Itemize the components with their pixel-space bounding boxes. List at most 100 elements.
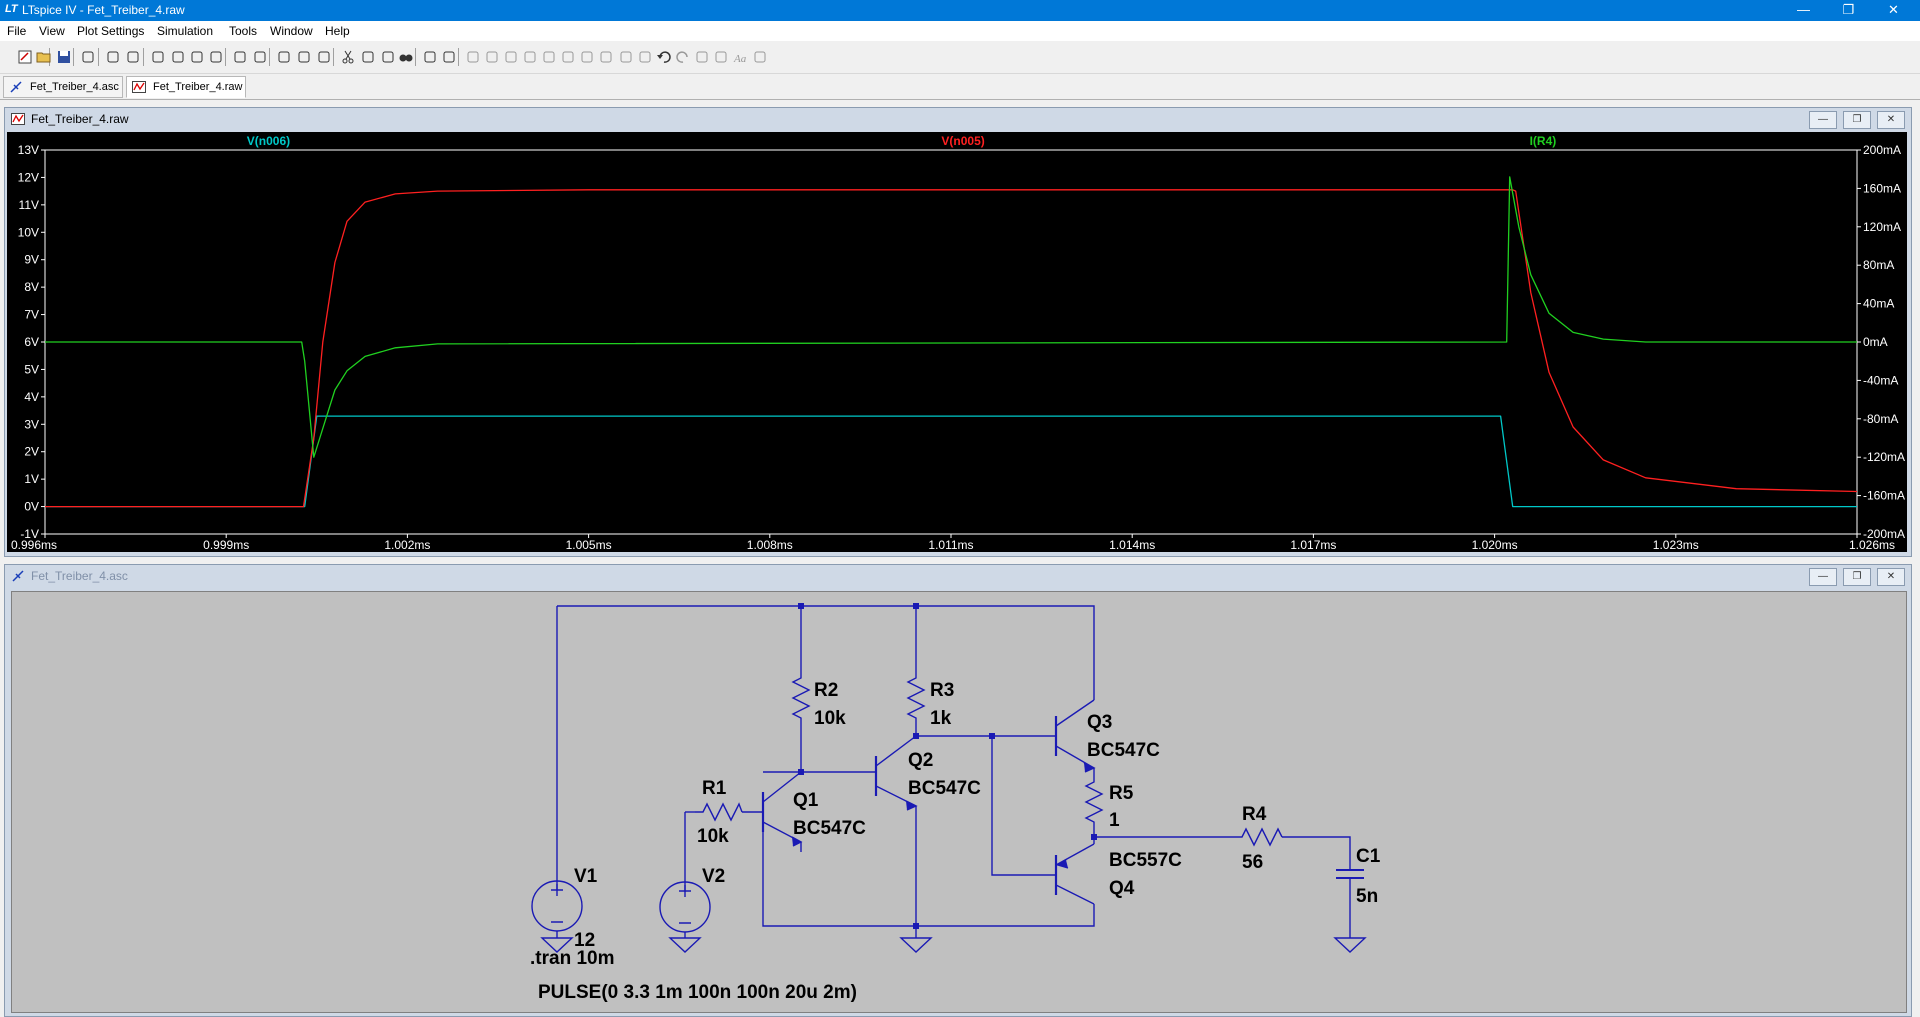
y-right-tick-label: -160mA xyxy=(1863,489,1905,503)
waveform-window-title-bar: Fet_Treiber_4.raw xyxy=(11,108,1905,130)
schematic-canvas[interactable]: R2 10k R3 1k R1 10k R5 1 R4 56 C1 5n Q1 … xyxy=(11,591,1907,1013)
x-tick-label: 1.008ms xyxy=(747,538,793,552)
tile-icon[interactable] xyxy=(316,49,332,65)
menu-tools[interactable]: Tools xyxy=(229,24,258,38)
resistor-r1 xyxy=(695,802,743,822)
transistors xyxy=(761,699,1096,905)
zoom-area-icon[interactable] xyxy=(170,49,186,65)
close-button[interactable]: ✕ xyxy=(1888,2,1899,17)
mark-icon[interactable] xyxy=(252,49,268,65)
q2-label: Q2 xyxy=(908,750,933,771)
waveform-close-button[interactable]: ✕ xyxy=(1877,111,1905,129)
r5-label: R5 xyxy=(1109,783,1134,804)
diode-icon[interactable] xyxy=(579,49,595,65)
circuit-diagram: R2 10k R3 1k R1 10k R5 1 R4 56 C1 5n Q1 … xyxy=(530,603,1381,1003)
r4-label: R4 xyxy=(1242,804,1267,825)
menu-help[interactable]: Help xyxy=(325,24,350,38)
y-left-tick-label: 0V xyxy=(24,500,39,514)
control-panel-icon[interactable] xyxy=(80,49,96,65)
y-left-tick-label: 3V xyxy=(24,417,39,431)
menu-file[interactable]: File xyxy=(7,24,27,38)
redo-icon[interactable] xyxy=(675,49,691,65)
x-tick-label: 1.011ms xyxy=(928,538,973,552)
tab-waveform[interactable]: Fet_Treiber_4.raw xyxy=(126,76,246,98)
capacitor-c1 xyxy=(1336,869,1364,879)
menu-view[interactable]: View xyxy=(39,24,65,38)
rotate-icon[interactable] xyxy=(694,49,710,65)
y-right-tick-label: -200mA xyxy=(1863,527,1905,541)
q3-value: BC547C xyxy=(1087,740,1160,761)
open-icon[interactable] xyxy=(36,49,52,65)
schematic-minimize-button[interactable]: — xyxy=(1809,568,1837,586)
y-left-tick-label: 13V xyxy=(18,143,39,157)
tile-horizontal-icon[interactable] xyxy=(276,49,292,65)
autorange-icon[interactable] xyxy=(232,49,248,65)
maximize-button[interactable]: ❐ xyxy=(1842,2,1855,17)
menu-plot-settings[interactable]: Plot Settings xyxy=(77,24,145,38)
paste-icon[interactable] xyxy=(380,49,396,65)
new-schematic-icon[interactable] xyxy=(17,49,33,65)
toolbar-separator xyxy=(333,48,334,66)
schematic-close-button[interactable]: ✕ xyxy=(1877,568,1905,586)
cut-icon[interactable] xyxy=(340,49,356,65)
y-right-tick-label: 120mA xyxy=(1863,220,1901,234)
find-icon[interactable] xyxy=(398,49,414,65)
wires xyxy=(556,605,1351,938)
waveform-minimize-button[interactable]: — xyxy=(1809,111,1837,129)
tran-directive: .tran 10m xyxy=(530,948,614,969)
resistor-r4 xyxy=(1234,827,1283,847)
inductor-icon[interactable] xyxy=(560,49,576,65)
cascade-icon[interactable] xyxy=(296,49,312,65)
save-icon[interactable] xyxy=(56,49,72,65)
toolbar-separator xyxy=(415,48,416,66)
wire-icon[interactable] xyxy=(465,49,481,65)
x-tick-label: 1.005ms xyxy=(566,538,612,552)
ground-icon[interactable] xyxy=(484,49,500,65)
spice-directive-icon[interactable] xyxy=(752,49,768,65)
toolbar: Aa xyxy=(0,41,1920,74)
x-tick-label: 1.020ms xyxy=(1472,538,1518,552)
print-icon[interactable] xyxy=(441,49,457,65)
waveform-restore-button[interactable]: ❐ xyxy=(1843,111,1871,129)
zoom-in-icon[interactable] xyxy=(150,49,166,65)
move-icon[interactable] xyxy=(618,49,634,65)
pan-icon[interactable] xyxy=(125,49,141,65)
y-right-tick-label: 160mA xyxy=(1863,181,1901,195)
resistor-r3 xyxy=(906,670,926,724)
menu-window[interactable]: Window xyxy=(270,24,313,38)
toolbar-separator xyxy=(73,48,74,66)
toolbar-separator xyxy=(458,48,459,66)
toolbar-separator xyxy=(143,48,144,66)
resistors xyxy=(695,670,1283,847)
waveform-icon xyxy=(11,113,25,125)
drag-icon[interactable] xyxy=(637,49,653,65)
zoom-out-icon[interactable] xyxy=(189,49,205,65)
y-left-tick-label: 5V xyxy=(24,362,39,376)
undo-icon[interactable] xyxy=(656,49,672,65)
component-icon[interactable] xyxy=(598,49,614,65)
series-line-ir4 xyxy=(45,176,1857,458)
r3-label: R3 xyxy=(930,680,954,701)
menu-bar: File View Plot Settings Simulation Tools… xyxy=(0,21,1920,41)
y-left-tick-label: 7V xyxy=(24,308,39,322)
capacitor-icon[interactable] xyxy=(541,49,557,65)
copy-icon[interactable] xyxy=(360,49,376,65)
schematic-restore-button[interactable]: ❐ xyxy=(1843,568,1871,586)
label-icon[interactable] xyxy=(503,49,519,65)
mirror-icon[interactable] xyxy=(713,49,729,65)
run-icon[interactable] xyxy=(105,49,121,65)
q4-label: Q4 xyxy=(1109,878,1135,899)
tab-schematic[interactable]: Fet_Treiber_4.asc xyxy=(3,76,123,98)
zoom-fit-icon[interactable] xyxy=(208,49,224,65)
resistor-icon[interactable] xyxy=(522,49,538,65)
y-left-tick-label: 2V xyxy=(24,445,39,459)
r2-label: R2 xyxy=(814,680,838,701)
minimize-button[interactable]: — xyxy=(1797,2,1810,17)
text-icon[interactable]: Aa xyxy=(732,49,748,65)
print-preview-icon[interactable] xyxy=(422,49,438,65)
waveform-icon xyxy=(132,81,146,93)
r1-label: R1 xyxy=(702,778,727,799)
menu-simulation[interactable]: Simulation xyxy=(157,24,214,38)
r5-value: 1 xyxy=(1109,810,1120,831)
